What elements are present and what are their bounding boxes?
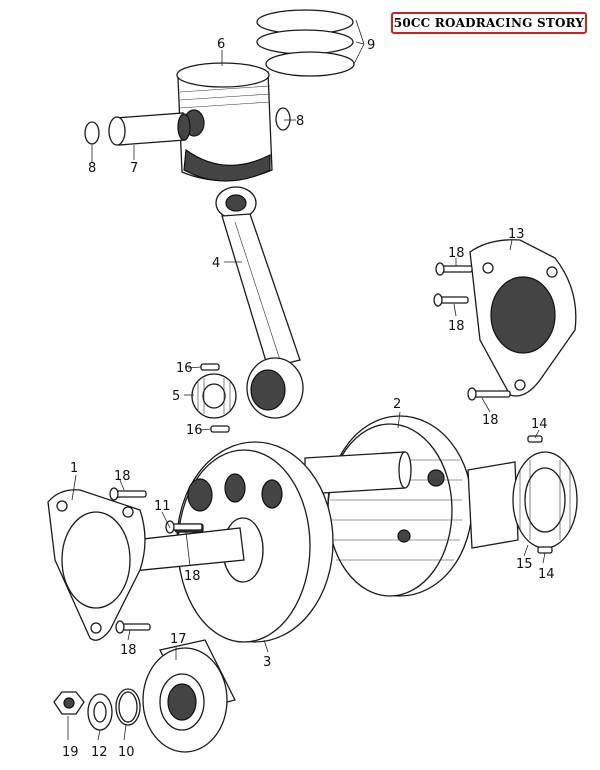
screw-left-1 xyxy=(109,487,147,501)
callout-10: 10 xyxy=(118,745,135,760)
callout-19: 19 xyxy=(62,745,79,760)
title-badge: 50CC ROADRACING STORY xyxy=(391,12,587,34)
ball-bearing xyxy=(142,639,236,753)
connecting-rod xyxy=(215,186,304,419)
bearing-plate-left xyxy=(47,489,146,641)
circlip-shaft xyxy=(115,688,141,726)
screw-left-3 xyxy=(115,620,151,634)
callout-18-top-right-1: 18 xyxy=(448,246,465,261)
flywheel-right xyxy=(327,415,473,597)
callout-16-bottom: 16 xyxy=(186,423,203,438)
crank-pin xyxy=(304,451,412,495)
leader-lines xyxy=(67,19,546,741)
callout-16-top: 16 xyxy=(176,361,193,376)
callout-14-top: 14 xyxy=(531,417,548,432)
callout-5: 5 xyxy=(172,389,180,404)
callout-labels: 1 2 3 4 5 6 7 8 8 9 10 11 12 13 14 14 15… xyxy=(62,37,555,760)
flywheel-left xyxy=(176,441,334,643)
callout-18-left-1: 18 xyxy=(114,469,131,484)
callout-9: 9 xyxy=(367,38,375,53)
callout-14-bottom: 14 xyxy=(538,567,555,582)
callout-18-left-3: 18 xyxy=(120,643,137,658)
piston-pin xyxy=(108,112,191,146)
circlip-left xyxy=(84,121,100,145)
callout-8-left: 8 xyxy=(88,161,96,176)
bearing-plate-right xyxy=(469,239,577,397)
callout-11: 11 xyxy=(154,499,171,514)
callout-3: 3 xyxy=(263,655,271,670)
callout-2: 2 xyxy=(393,397,401,412)
roller-bearing-right xyxy=(467,451,578,549)
screw-top-right-2 xyxy=(433,293,469,307)
callout-6: 6 xyxy=(217,37,225,52)
washer xyxy=(87,693,113,731)
thrust-washer-bottom xyxy=(210,425,230,433)
dowel-pin-top xyxy=(527,435,543,443)
callout-4: 4 xyxy=(212,256,220,271)
callout-18-right-3: 18 xyxy=(482,413,499,428)
screw-top-right-1 xyxy=(435,262,473,276)
callout-12: 12 xyxy=(91,745,108,760)
thrust-washer-top xyxy=(200,363,220,371)
screw-right-3 xyxy=(467,387,511,401)
callout-18-top-right-2: 18 xyxy=(448,319,465,334)
callout-8-right: 8 xyxy=(296,114,304,129)
circlip-right xyxy=(275,107,291,131)
piston xyxy=(176,62,273,182)
callout-13: 13 xyxy=(508,227,525,242)
needle-bearing-small-end xyxy=(191,373,237,419)
callout-18-left-2: 18 xyxy=(184,569,201,584)
callout-17: 17 xyxy=(170,632,187,647)
callout-7: 7 xyxy=(130,161,138,176)
piston-rings xyxy=(256,9,355,77)
nut xyxy=(53,691,85,715)
callout-15: 15 xyxy=(516,557,533,572)
callout-1: 1 xyxy=(70,461,78,476)
dowel-pin-bottom xyxy=(537,546,553,554)
